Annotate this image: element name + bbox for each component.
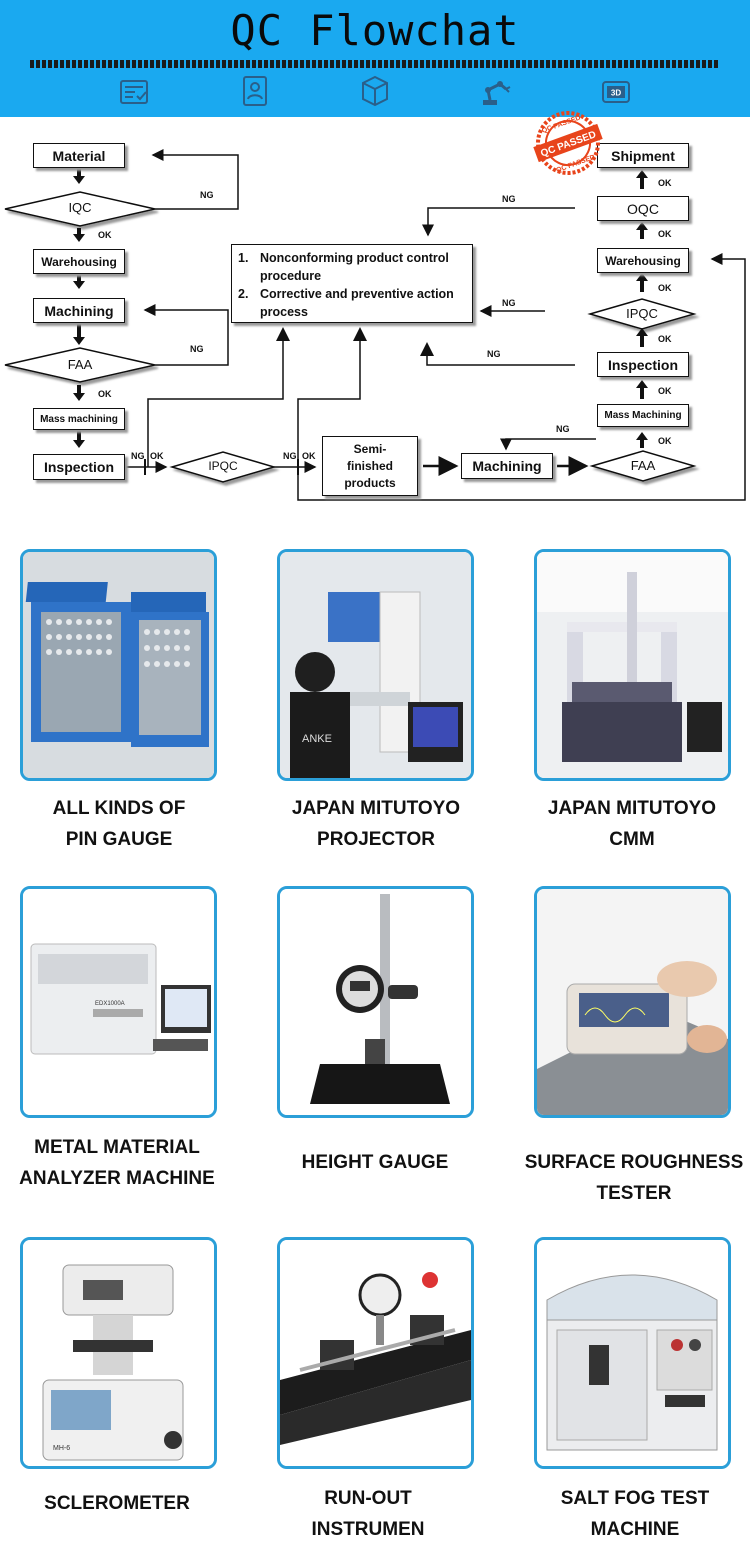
analyzer-model-text: EDX1000A — [95, 1001, 125, 1007]
projector-photo: ANKE — [277, 549, 474, 781]
inspection-right-box: Inspection — [597, 352, 689, 377]
roughness-tester-photo — [534, 886, 731, 1118]
pin-gauge-photo — [20, 549, 217, 781]
ok-tag-inspection: OK — [150, 451, 164, 461]
caption-pin-gauge: ALL KINDS OF PIN GAUGE — [0, 793, 244, 855]
ok-tag-shipment: OK — [658, 178, 672, 188]
ok-tag-faa: OK — [98, 389, 112, 399]
analyzer-photo: EDX1000A — [20, 886, 217, 1118]
procedure-item-1-num: 1. — [238, 251, 249, 265]
faa-right-label: FAA — [630, 458, 656, 473]
ipqc-right-label: IPQC — [626, 306, 658, 321]
package-box-icon — [362, 75, 388, 107]
title-divider — [30, 60, 720, 68]
caption-line2: TESTER — [596, 1183, 672, 1204]
page-title: QC Flowchat — [230, 6, 520, 55]
id-badge-icon — [243, 76, 267, 106]
ng-tag-inspection-right: NG — [487, 349, 501, 359]
ipqc-right-diamond — [587, 298, 697, 330]
caption-line1: HEIGHT GAUGE — [301, 1152, 449, 1173]
sclerometer-model-text: MH-6 — [53, 1445, 70, 1452]
salt-fog-photo — [534, 1237, 731, 1469]
mass-machining-right-box: Mass Machining — [597, 404, 689, 427]
caption-line1: JAPAN MITUTOYO — [547, 798, 717, 819]
ng-tag-ipqc-right: NG — [502, 298, 516, 308]
cmm-photo — [534, 549, 731, 781]
caption-line2: INSTRUMEN — [311, 1519, 425, 1540]
faa-right-diamond — [589, 450, 697, 482]
caption-line2: ANALYZER MACHINE — [19, 1168, 215, 1189]
warehousing-right-box: Warehousing — [597, 248, 689, 273]
caption-salt-fog: SALT FOG TEST MACHINE — [510, 1483, 750, 1545]
caption-line2: PROJECTOR — [317, 829, 435, 850]
flow-connectors — [4, 149, 746, 501]
iqc-label: IQC — [68, 200, 92, 215]
caption-cmm: JAPAN MITUTOYO CMM — [507, 793, 750, 855]
caption-runout: RUN-OUT INSTRUMEN — [243, 1483, 493, 1545]
caption-roughness: SURFACE ROUGHNESS TESTER — [509, 1147, 750, 1209]
ok-tag-faa-right: OK — [658, 436, 672, 446]
inspection-left-box: Inspection — [33, 454, 125, 480]
ok-tag-mass-machining: OK — [658, 386, 672, 396]
caption-line2: CMM — [609, 829, 655, 850]
semi-finished-box: Semi-finished products — [322, 436, 418, 496]
qc-passed-stamp: QC PASSED QC PASSED QC PASSED — [533, 111, 603, 175]
caption-sclerometer: SCLEROMETER — [0, 1488, 242, 1519]
ipqc-bottom-label: IPQC — [208, 459, 238, 473]
qc-flowchart: Material IQC Warehousing Machining FAA M… — [0, 111, 750, 517]
robot-arm-icon — [483, 81, 511, 105]
mass-machining-left-box: Mass machining — [33, 408, 125, 430]
oqc-box: OQC — [597, 196, 689, 221]
ng-tag-ipqc: NG — [283, 451, 297, 461]
ok-tag-iqc: OK — [98, 230, 112, 240]
caption-projector: JAPAN MITUTOYO PROJECTOR — [251, 793, 501, 855]
caption-line2: PIN GAUGE — [65, 829, 173, 850]
warehousing-left-box: Warehousing — [33, 249, 125, 274]
ng-tag-faa: NG — [190, 344, 204, 354]
ng-tag-iqc: NG — [200, 190, 214, 200]
header-banner: QC Flowchat 3D — [0, 0, 750, 117]
procedure-item-2: Corrective and preventive action process — [260, 287, 454, 319]
ok-tag-warehousing: OK — [658, 229, 672, 239]
ng-tag-mass-machining: NG — [556, 424, 570, 434]
faa-left-label: FAA — [67, 357, 93, 372]
procedure-item-2-num: 2. — [238, 287, 249, 301]
sclerometer-photo: MH-6 — [20, 1237, 217, 1469]
caption-line1: ALL KINDS OF — [52, 798, 186, 819]
caption-line1: JAPAN MITUTOYO — [291, 798, 461, 819]
material-box: Material — [33, 143, 125, 168]
height-gauge-photo — [277, 886, 474, 1118]
ok-tag-inspection-right: OK — [658, 334, 672, 344]
caption-line1: METAL MATERIAL — [34, 1137, 200, 1158]
caption-line1: SCLEROMETER — [44, 1493, 190, 1514]
caption-height-gauge: HEIGHT GAUGE — [250, 1147, 500, 1178]
caption-line1: RUN-OUT — [324, 1488, 412, 1509]
projector-shirt-text: ANKE — [302, 733, 332, 745]
machining-left-box: Machining — [33, 298, 125, 323]
procedure-item-1: Nonconforming product control procedure — [260, 251, 449, 283]
ng-tag-inspection: NG — [131, 451, 145, 461]
document-check-icon — [120, 80, 148, 104]
runout-photo — [277, 1237, 474, 1469]
shipment-box: Shipment — [597, 143, 689, 168]
machining-bottom-box: Machining — [461, 453, 553, 479]
caption-analyzer: METAL MATERIAL ANALYZER MACHINE — [0, 1132, 242, 1194]
caption-line1: SALT FOG TEST — [560, 1488, 710, 1509]
procedure-box: 1. Nonconforming product control procedu… — [231, 244, 473, 323]
printer-3d-icon: 3D — [602, 81, 630, 103]
printer-3d-label: 3D — [611, 89, 621, 98]
ok-tag-ipqc: OK — [302, 451, 316, 461]
caption-line1: SURFACE ROUGHNESS — [524, 1152, 744, 1173]
caption-line2: MACHINE — [590, 1519, 680, 1540]
ok-tag-ipqc-right: OK — [658, 283, 672, 293]
ng-tag-oqc: NG — [502, 194, 516, 204]
